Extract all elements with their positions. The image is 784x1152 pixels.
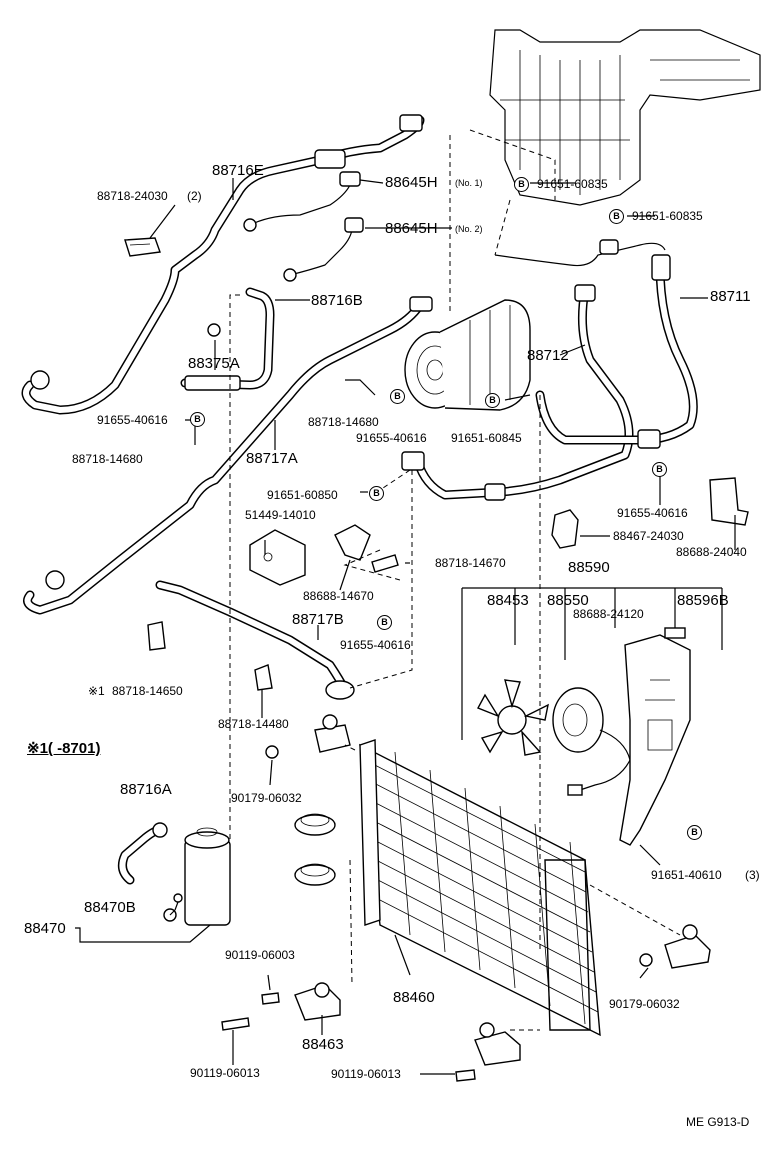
label-88718-14680-a: 88718-14680 bbox=[72, 452, 143, 466]
label-88718-14650: 88718-14650 bbox=[112, 684, 183, 698]
label-88718-14480: 88718-14480 bbox=[218, 717, 289, 731]
pipe-88716E bbox=[21, 114, 425, 415]
pipe-88712 bbox=[401, 285, 634, 501]
range-note: ※1( -8701) bbox=[27, 740, 101, 757]
clip-88718-14650 bbox=[147, 621, 166, 651]
label-88711: 88711 bbox=[710, 288, 751, 305]
engine-block bbox=[489, 29, 761, 206]
receiver-88470 bbox=[117, 822, 231, 926]
label-no1: (No. 1) bbox=[455, 178, 483, 188]
clamp-88718-24030 bbox=[124, 237, 161, 257]
label-91651-40610: 91651-40610 bbox=[651, 868, 722, 882]
label-88596B: 88596B bbox=[677, 592, 729, 609]
switch-88645H-1 bbox=[243, 171, 361, 232]
label-88718-14670-a: 88718-14670 bbox=[435, 556, 506, 570]
label-90179-06032-b: 90179-06032 bbox=[609, 997, 680, 1011]
label-88453: 88453 bbox=[487, 592, 529, 609]
label-90179-06032-a: 90179-06032 bbox=[231, 791, 302, 805]
label-88460: 88460 bbox=[393, 989, 435, 1006]
label-88716B: 88716B bbox=[311, 292, 363, 309]
bolt-b-icon: B bbox=[190, 412, 205, 427]
mount-88463 bbox=[294, 982, 341, 1021]
label-88645H-1: 88645H bbox=[385, 174, 438, 191]
label-91655-40616-c: 91655-40616 bbox=[617, 506, 688, 520]
label-91655-40616-d: 91655-40616 bbox=[340, 638, 411, 652]
label-88716E: 88716E bbox=[212, 162, 264, 179]
label-88688-24040: 88688-24040 bbox=[676, 545, 747, 559]
bolt-90119-06003 bbox=[261, 992, 280, 1005]
label-88550: 88550 bbox=[547, 592, 589, 609]
label-88712: 88712 bbox=[527, 347, 569, 364]
bolt-b-icon: B bbox=[369, 486, 384, 501]
shroud-88596B bbox=[619, 627, 691, 846]
bolt-90119-06013-a bbox=[221, 1017, 250, 1031]
label-88590: 88590 bbox=[568, 559, 610, 576]
label-no2: (No. 2) bbox=[455, 224, 483, 234]
label-88688-24120: 88688-24120 bbox=[573, 607, 644, 621]
fan-88453 bbox=[477, 679, 549, 756]
label-88718-24030: 88718-24030 bbox=[97, 189, 168, 203]
relay-88467 bbox=[551, 509, 579, 549]
mount-right bbox=[664, 924, 711, 969]
compressor bbox=[404, 299, 531, 411]
mount-lower-right bbox=[474, 1022, 521, 1066]
label-91655-40616-a: 91655-40616 bbox=[97, 413, 168, 427]
bracket-51449-14010 bbox=[249, 529, 306, 586]
label-91651-60835-a: 91651-60835 bbox=[537, 177, 608, 191]
condenser-88460 bbox=[359, 739, 601, 1037]
label-91651-60850: 91651-60850 bbox=[267, 488, 338, 502]
switch-88645H-2 bbox=[283, 217, 364, 282]
label-88463: 88463 bbox=[302, 1036, 344, 1053]
bracket-88688-24040 bbox=[709, 477, 749, 526]
label-88718-14680-b: 88718-14680 bbox=[308, 415, 379, 429]
label-88645H-2: 88645H bbox=[385, 220, 438, 237]
label-88470B: 88470B bbox=[84, 899, 136, 916]
pipe-88711 bbox=[494, 239, 698, 449]
bracket-88688-14670 bbox=[334, 524, 399, 573]
bolt-b-icon: B bbox=[687, 825, 702, 840]
dashed-leaders bbox=[229, 129, 681, 1031]
bolt-b-icon: B bbox=[377, 615, 392, 630]
label-91651-60845: 91651-60845 bbox=[451, 431, 522, 445]
label-88717B: 88717B bbox=[292, 611, 344, 628]
bolt-b-icon: B bbox=[485, 393, 500, 408]
nut-90179-06032-a bbox=[265, 745, 279, 759]
label-90119-06013-b: 90119-06013 bbox=[331, 1067, 401, 1081]
label-90119-06003: 90119-06003 bbox=[225, 948, 295, 962]
bolt-b-icon: B bbox=[514, 177, 529, 192]
label-88717A: 88717A bbox=[246, 450, 298, 467]
bolt-90119-06013-b bbox=[455, 1069, 476, 1082]
group-88590-leaders bbox=[461, 587, 723, 740]
label-51449-14010: 51449-14010 bbox=[245, 508, 316, 522]
bolt-b-icon: B bbox=[609, 209, 624, 224]
clip-88718-14480 bbox=[254, 664, 273, 691]
label-88718-24030-qty: (2) bbox=[187, 189, 202, 203]
hose-clamps bbox=[294, 813, 336, 886]
mount-upper bbox=[314, 714, 351, 753]
motor-88550 bbox=[552, 687, 631, 796]
hose-88716B bbox=[180, 287, 275, 391]
label-88716A: 88716A bbox=[120, 781, 172, 798]
label-mark1-small: ※1 bbox=[88, 684, 105, 698]
label-88375A: 88375A bbox=[188, 355, 240, 372]
footer-code: ME G913-D bbox=[686, 1115, 750, 1129]
label-88688-14670: 88688-14670 bbox=[303, 589, 374, 603]
label-90119-06013-a: 90119-06013 bbox=[190, 1066, 260, 1080]
label-88470: 88470 bbox=[24, 920, 66, 937]
bolt-b-icon: B bbox=[652, 462, 667, 477]
label-91651-40610-qty: (3) bbox=[745, 868, 760, 882]
label-91651-60835-b: 91651-60835 bbox=[632, 209, 703, 223]
nut-90179-06032-b bbox=[639, 953, 653, 967]
pipe-88717A bbox=[23, 296, 433, 615]
bolt-b-icon: B bbox=[390, 389, 405, 404]
pipe-88717B bbox=[155, 580, 355, 700]
label-88467-24030: 88467-24030 bbox=[613, 529, 684, 543]
label-91655-40616-b: 91655-40616 bbox=[356, 431, 427, 445]
leader-lines bbox=[75, 178, 736, 1075]
